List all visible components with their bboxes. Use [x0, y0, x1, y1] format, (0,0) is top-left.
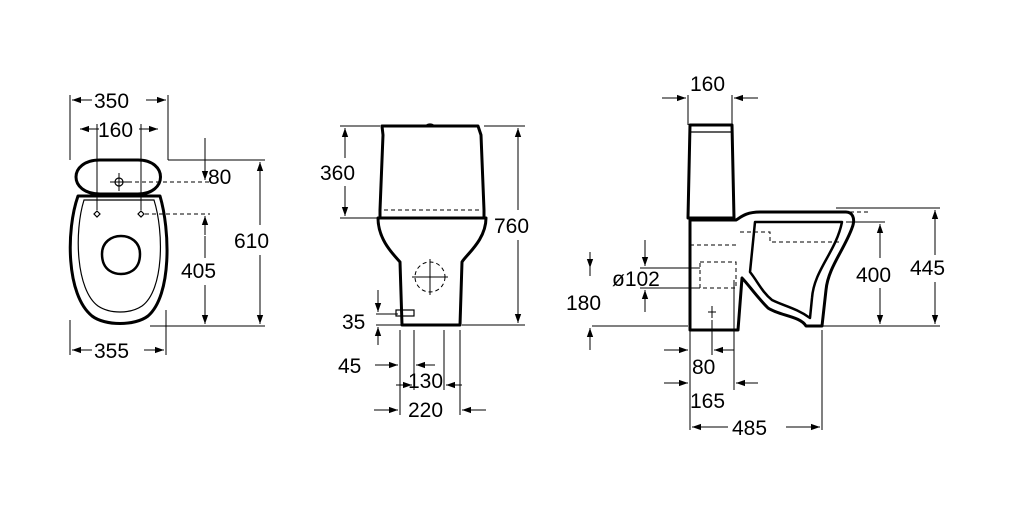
dim-102: ø102: [612, 240, 660, 312]
dim-35-label: 35: [342, 311, 365, 334]
dim-355-label: 355: [94, 340, 129, 363]
dim-45: 45: [338, 355, 435, 378]
dim-405-label: 405: [181, 260, 216, 283]
dim-160-top: 160: [80, 119, 158, 142]
dim-45-label: 45: [338, 355, 361, 378]
top-view: 350 160 80 405 610 355: [68, 90, 269, 363]
dim-360-label: 360: [320, 162, 355, 185]
dim-405: 405: [181, 236, 216, 324]
dim-485-label: 485: [732, 417, 767, 440]
dim-350-label: 350: [94, 90, 129, 113]
dim-160-label: 160: [98, 119, 133, 142]
dim-445-label: 445: [910, 257, 945, 280]
dim-35: 35: [342, 290, 382, 345]
dim-180-label: 180: [566, 292, 601, 315]
dim-485: 485: [692, 417, 820, 440]
dim-180: 180: [566, 252, 601, 350]
dim-220-label: 220: [408, 399, 443, 422]
dim-760-label: 760: [494, 215, 529, 238]
dim-80-side: 80: [664, 346, 734, 379]
dim-80-side-label: 80: [692, 356, 715, 379]
dim-350: 350: [72, 90, 166, 113]
dim-610: 610: [234, 162, 269, 324]
front-view-toilet-outline: [376, 123, 488, 327]
dim-80-label: 80: [208, 166, 231, 189]
dim-80-top: 80: [201, 138, 231, 235]
dim-355: 355: [72, 340, 164, 363]
dim-400-label: 400: [856, 264, 891, 287]
dim-165: 165: [664, 379, 758, 413]
dim-130-label: 130: [408, 370, 443, 393]
dim-445: 445: [910, 210, 945, 324]
dim-165-label: 165: [690, 390, 725, 413]
side-view: 160 ø102 180 400 445 80: [566, 73, 945, 440]
dim-160-side-label: 160: [690, 73, 725, 96]
side-view-toilet-outline: [686, 123, 870, 332]
front-view: 360 760 35 45 130 220: [320, 123, 529, 422]
dim-130: 130: [396, 370, 462, 393]
dim-360: 360: [320, 128, 355, 216]
dim-400: 400: [856, 224, 891, 324]
dim-220: 220: [374, 399, 486, 422]
dim-760: 760: [494, 128, 529, 323]
top-view-toilet-outline: [68, 158, 169, 325]
dim-102-label: ø102: [612, 268, 660, 291]
dim-160-side: 160: [662, 73, 758, 102]
dim-610-label: 610: [234, 230, 269, 253]
